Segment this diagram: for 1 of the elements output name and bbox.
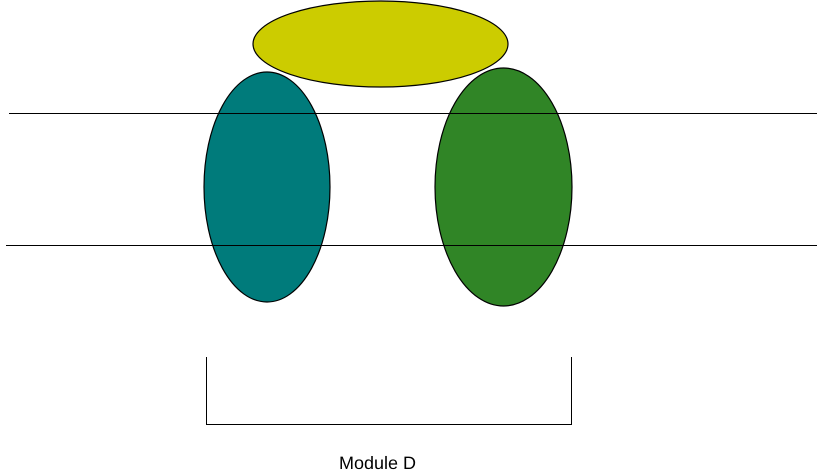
module-label: Module D <box>339 452 416 474</box>
